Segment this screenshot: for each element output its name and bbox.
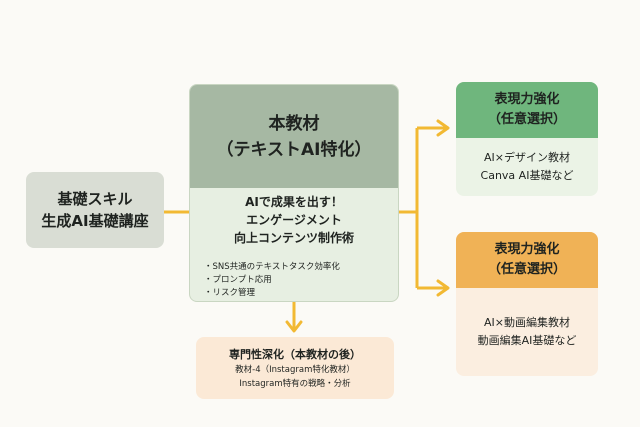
main-subtitle-line1: AIで成果を出す！	[245, 195, 343, 209]
main-material-header: 本教材 （テキストAI特化）	[190, 85, 398, 188]
specialization-line2: Instagram特有の戦略・分析	[239, 378, 351, 389]
expression-design-title-line2: （任意選択）	[487, 112, 566, 127]
specialization-box: 専門性深化（本教材の後） 教材-4（Instagram特化教材） Instagr…	[196, 337, 394, 399]
expression-video-box: 表現力強化 （任意選択） AI×動画編集教材 動画編集AI基礎など	[456, 232, 598, 376]
main-title-line2: （テキストAI特化）	[216, 139, 372, 160]
expression-video-title-line2: （任意選択）	[487, 262, 566, 277]
specialization-line1: 教材-4（Instagram特化教材）	[235, 364, 355, 375]
main-subtitle-line3: 向上コンテンツ制作術	[233, 231, 354, 245]
main-subtitle: AIで成果を出す！ エンゲージメント 向上コンテンツ制作術	[190, 193, 398, 247]
expression-video-body-line1: AI×動画編集教材	[484, 316, 570, 329]
main-subtitle-line2: エンゲージメント	[246, 213, 342, 227]
arrowhead-top	[436, 119, 450, 137]
main-bullet-list: ・SNS共通のテキストタスク効率化 ・プロンプト応用 ・リスク管理	[204, 261, 340, 300]
main-bullet-item: ・リスク管理	[204, 288, 256, 298]
expression-video-body-line2: 動画編集AI基礎など	[477, 334, 577, 347]
expression-design-body-line1: AI×デザイン教材	[484, 151, 570, 164]
main-bullet-item: ・プロンプト応用	[204, 275, 272, 285]
main-bullet-item: ・SNS共通のテキストタスク効率化	[204, 262, 340, 272]
expression-video-header: 表現力強化 （任意選択）	[456, 232, 598, 288]
basic-skills-line2: 生成AI基礎講座	[41, 212, 149, 230]
basic-skills-line1: 基礎スキル	[57, 190, 133, 208]
main-title-line1: 本教材	[268, 113, 320, 134]
arrowhead-down	[285, 320, 303, 333]
expression-design-body: AI×デザイン教材 Canva AI基礎など	[456, 138, 598, 196]
expression-design-body-line2: Canva AI基礎など	[480, 169, 574, 182]
specialization-title: 専門性深化（本教材の後）	[229, 347, 361, 361]
expression-design-title-line1: 表現力強化	[494, 92, 560, 107]
arrowhead-bottom	[436, 279, 450, 297]
expression-design-box: 表現力強化 （任意選択） AI×デザイン教材 Canva AI基礎など	[456, 82, 598, 196]
basic-skills-box: 基礎スキル 生成AI基礎講座	[26, 172, 164, 248]
expression-design-header: 表現力強化 （任意選択）	[456, 82, 598, 138]
expression-video-title-line1: 表現力強化	[494, 242, 560, 257]
expression-video-body: AI×動画編集教材 動画編集AI基礎など	[456, 288, 598, 376]
main-material-box: 本教材 （テキストAI特化） AIで成果を出す！ エンゲージメント 向上コンテン…	[189, 84, 399, 302]
